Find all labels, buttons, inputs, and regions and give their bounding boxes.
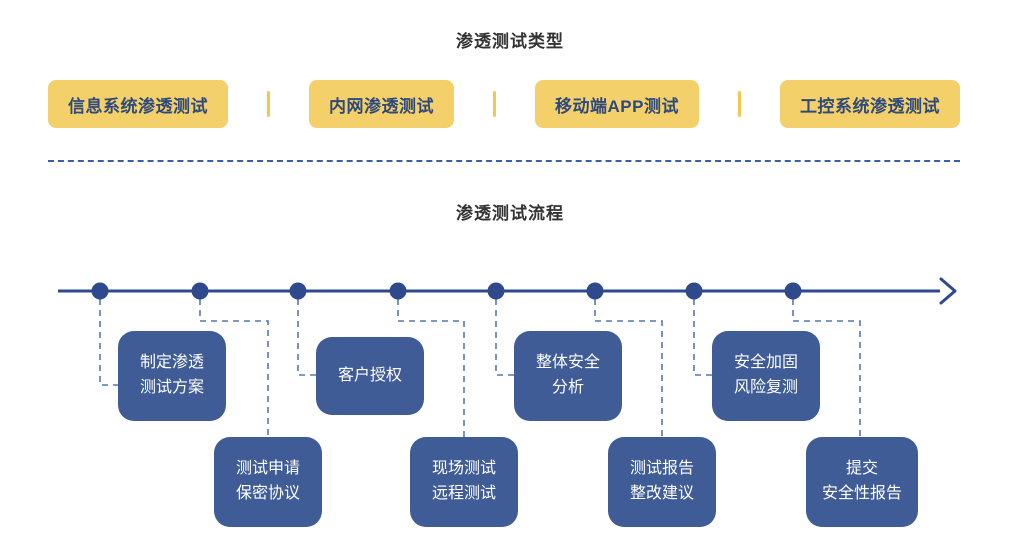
timeline-dot-5[interactable] bbox=[487, 282, 505, 300]
type-pill-3[interactable]: 移动端APP测试 bbox=[535, 80, 699, 128]
process-step-7-line-2: 风险复测 bbox=[733, 379, 798, 396]
process-step-3-line-1: 客户授权 bbox=[337, 366, 402, 384]
timeline-dot-8[interactable] bbox=[784, 282, 802, 300]
connector-step-6 bbox=[594, 299, 663, 437]
timeline-dot-6[interactable] bbox=[586, 282, 604, 300]
pill-separator-1 bbox=[267, 91, 270, 117]
process-step-1-line-2: 测试方案 bbox=[139, 379, 204, 396]
process-step-6[interactable]: 测试报告 整改建议 bbox=[608, 437, 716, 527]
timeline-dot-group bbox=[91, 282, 802, 300]
type-pill-3-label: 移动端APP测试 bbox=[555, 96, 679, 116]
connector-step-7 bbox=[693, 299, 712, 376]
process-step-6-line-2: 整改建议 bbox=[629, 485, 694, 502]
process-step-1[interactable]: 制定渗透 测试方案 bbox=[118, 331, 226, 421]
connector-step-2 bbox=[199, 299, 269, 437]
connector-step-5 bbox=[495, 299, 514, 376]
process-step-8[interactable]: 提交 安全性报告 bbox=[806, 437, 918, 527]
process-step-2[interactable]: 测试申请 保密协议 bbox=[214, 437, 322, 527]
type-pill-1[interactable]: 信息系统渗透测试 bbox=[48, 80, 228, 128]
process-step-6-line-1: 测试报告 bbox=[629, 460, 694, 478]
page-title-types: 渗透测试类型 bbox=[456, 32, 564, 51]
type-pill-4-label: 工控系统渗透测试 bbox=[799, 96, 940, 116]
timeline-dot-3[interactable] bbox=[289, 282, 307, 300]
type-pill-4[interactable]: 工控系统渗透测试 bbox=[779, 80, 960, 128]
connector-step-4 bbox=[397, 299, 465, 437]
timeline-dot-7[interactable] bbox=[685, 282, 703, 300]
process-step-5-line-2: 分析 bbox=[551, 379, 584, 396]
page-title-process: 渗透测试流程 bbox=[456, 204, 564, 223]
connector-step-1 bbox=[99, 299, 118, 386]
timeline-dot-4[interactable] bbox=[389, 282, 407, 300]
process-timeline bbox=[58, 277, 957, 437]
penetration-test-type-list: 信息系统渗透测试 内网渗透测试 移动端APP测试 工控系统渗透测试 bbox=[48, 80, 960, 128]
timeline-dot-2[interactable] bbox=[191, 282, 209, 300]
process-step-2-line-2: 保密协议 bbox=[235, 485, 300, 502]
arrow-right-icon bbox=[939, 277, 957, 305]
process-step-3[interactable]: 客户授权 bbox=[316, 337, 424, 415]
type-pill-2[interactable]: 内网渗透测试 bbox=[309, 80, 454, 128]
type-pill-2-label: 内网渗透测试 bbox=[329, 96, 434, 116]
process-step-4-line-1: 现场测试 bbox=[431, 460, 496, 478]
process-step-1-line-1: 制定渗透 bbox=[139, 354, 204, 372]
connector-step-3 bbox=[297, 299, 316, 376]
process-step-2-line-1: 测试申请 bbox=[235, 460, 300, 478]
process-step-8-line-2: 安全性报告 bbox=[821, 485, 902, 502]
connector-group bbox=[99, 299, 861, 437]
process-step-4-line-2: 远程测试 bbox=[431, 485, 496, 502]
pill-separator-2 bbox=[493, 91, 496, 117]
section-divider bbox=[48, 160, 960, 162]
pill-separator-3 bbox=[737, 91, 741, 117]
process-step-7[interactable]: 安全加固 风险复测 bbox=[712, 331, 820, 421]
process-step-7-line-1: 安全加固 bbox=[733, 354, 798, 372]
connector-step-8 bbox=[792, 299, 861, 437]
process-step-5[interactable]: 整体安全 分析 bbox=[514, 331, 622, 421]
process-step-4[interactable]: 现场测试 远程测试 bbox=[410, 437, 518, 527]
process-step-8-line-1: 提交 bbox=[845, 460, 878, 478]
process-step-5-line-1: 整体安全 bbox=[535, 354, 600, 372]
type-pill-1-label: 信息系统渗透测试 bbox=[68, 96, 208, 116]
timeline-dot-1[interactable] bbox=[91, 282, 109, 300]
